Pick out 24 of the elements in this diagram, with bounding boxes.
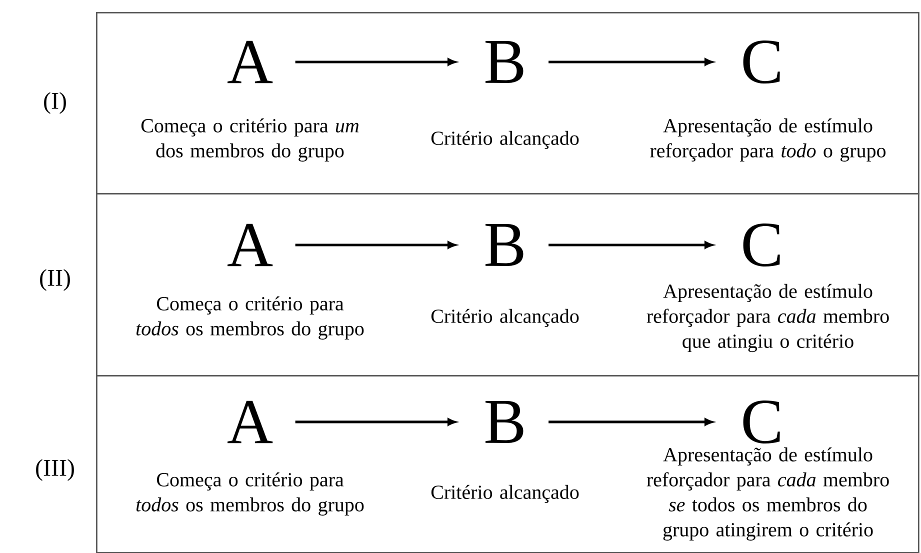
letter: A (228, 400, 273, 444)
letter: A (228, 224, 273, 266)
letter: B (486, 40, 524, 84)
description-text: Critério alcançado (431, 130, 579, 150)
description-text: Critério alcançado (431, 308, 579, 328)
panel-box (96, 12, 920, 194)
description-text: Critério alcançado (431, 484, 579, 504)
row-label: (II) (40, 269, 70, 291)
letter: C (743, 40, 780, 84)
letter: B (486, 224, 524, 266)
letter: A (228, 40, 273, 84)
letter: C (743, 400, 780, 444)
description-text: Apresentação de estímulo reforçador para todo o grupo (650, 118, 886, 162)
panel-box (96, 374, 920, 553)
description-text: Começa o critério para todos os membros do grupo (136, 296, 364, 340)
panel-box (96, 193, 920, 376)
letter: B (486, 400, 524, 444)
row-label: (III) (36, 459, 74, 481)
description-text: Começa o critério para todos os membros do grupo (136, 472, 364, 516)
description-text: Apresentação de estímulo reforçador para cada membro que atingiu o critério (646, 284, 889, 352)
row-label: (I) (44, 92, 66, 114)
letter: C (743, 223, 780, 266)
description-text: Apresentação de estímulo reforçador para cada membro se todos os membros do grupo atingirem o critério (646, 447, 889, 541)
description-text: Começa o critério para um dos membros do grupo (141, 118, 359, 162)
